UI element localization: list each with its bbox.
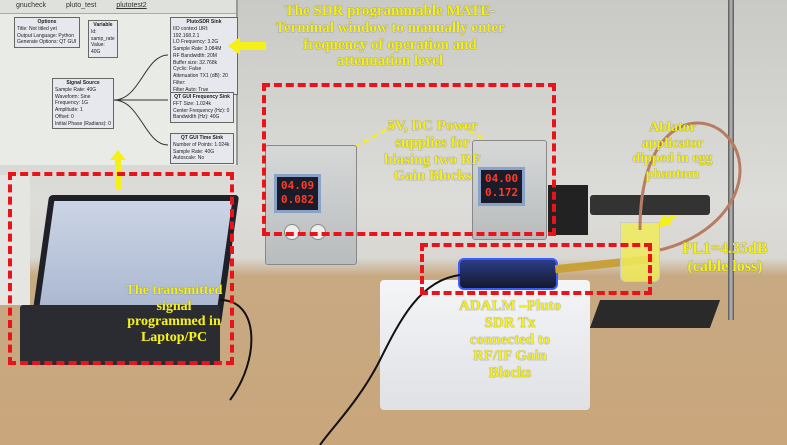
block-line: Initial Phase (Radians): 0 — [55, 120, 111, 127]
block-line: Cyclic: False — [173, 66, 202, 73]
annotation-line: ADALM –Pluto — [458, 298, 562, 314]
annotation-line: biasing two RF — [384, 151, 481, 168]
power-supply-annotation: 5V, DC Power supplies for biasing two RF… — [365, 118, 500, 185]
annotation-line: The transmitted — [125, 283, 223, 298]
annotation-line: 5V, DC Power — [387, 118, 478, 134]
block-line: RF Bandwidth: 20M — [173, 52, 217, 59]
block-title: Variable — [93, 22, 113, 28]
annotation-line: Blocks — [488, 365, 532, 382]
laptop-annotation: The transmitted signal programmed in Lap… — [115, 283, 233, 346]
tab: plutotest2 — [116, 2, 147, 9]
block-line: Filter: — [173, 79, 186, 86]
annotation-line: applicator — [641, 135, 704, 151]
annotation-line: dipped in egg — [632, 151, 713, 167]
laptop-highlight-box — [8, 172, 234, 365]
block-line: Waveform: Sine — [55, 93, 91, 100]
block-title: PlutoSDR Sink — [186, 19, 222, 25]
block-line: Filter Auto: True — [173, 86, 209, 93]
annotation-line: frequency of operation and — [303, 36, 477, 53]
block-line: Id: samp_rate — [91, 28, 115, 42]
egg-phantom-beaker — [620, 222, 660, 282]
block-line: Generate Options: QT GUI — [17, 39, 77, 46]
options-block: Options Title: Not titled yet Output Lan… — [14, 17, 80, 48]
block-line: LO Frequency: 3.2G — [173, 39, 219, 46]
dc-power-supply-right: 04.00 0.172 — [472, 140, 547, 240]
block-line: Offset: 0 — [55, 113, 74, 120]
annotation-line: Gain Blocks — [393, 168, 472, 185]
annotation-line: Ablator — [649, 120, 696, 135]
annotation-line: Laptop/PC — [140, 330, 208, 346]
block-title: QT GUI Time Sink — [180, 135, 224, 141]
annotation-line: (cable loss) — [687, 257, 763, 275]
dc-power-supply-left: 04.09 0.082 — [265, 145, 357, 265]
block-line: Sample Rate: 40G — [173, 148, 215, 155]
annotation-line: SDR Tx — [484, 314, 536, 331]
cable-loss-annotation: PL1=4.35dB (cable loss) — [675, 240, 775, 276]
annotation-line: The SDR programmable MATE- — [284, 3, 496, 19]
signal-source-block: Signal Source Sample Rate: 40G Waveform:… — [52, 78, 114, 130]
block-line: Sample Rate: 3.084M — [173, 46, 222, 52]
current-readout: 0.082 — [281, 193, 315, 207]
annotation-line: Terminal window to manually enter — [275, 19, 505, 36]
wall-device — [0, 175, 30, 305]
pluto-annotation: ADALM –Pluto SDR Tx connected to RF/IF G… — [440, 298, 580, 382]
block-line: Autoscale: No — [173, 155, 205, 162]
block-line: Output Language: Python — [17, 32, 74, 39]
tab: gnucheck — [16, 2, 46, 9]
annotation-line: phantom — [645, 167, 700, 183]
block-title: Options — [37, 19, 57, 25]
tab: pluto_test — [65, 2, 97, 9]
annotation-line: programmed in — [127, 314, 221, 330]
annotation-line: signal — [156, 298, 192, 314]
gnuradio-screenshot: gnucheck pluto_test plutotest2 Options T… — [0, 0, 238, 165]
time-sink-block: QT GUI Time Sink Number of Points: 1.024… — [170, 133, 234, 164]
flowgraph-connections — [113, 54, 169, 146]
voltage-readout: 04.09 — [281, 179, 315, 192]
block-line: IIO context URI: 192.168.2.1 — [173, 25, 209, 39]
block-line: Buffer size: 32.768k — [173, 59, 218, 66]
block-line: Number of Points: 1.024k — [173, 141, 230, 148]
block-line: Sample Rate: 40G — [55, 86, 97, 93]
gnuradio-tabs: gnucheck pluto_test plutotest2 — [0, 0, 236, 14]
block-title: Signal Source — [66, 80, 100, 86]
power-supply-highlight-box — [262, 83, 556, 236]
variable-block: Variable Id: samp_rate Value: 40G — [88, 20, 118, 58]
laptop-keyboard — [20, 305, 220, 365]
pluto-highlight-box — [420, 243, 652, 295]
ablator-annotation: Ablator applicator dipped in egg phantom — [615, 120, 730, 183]
block-title: QT GUI Frequency Sink — [174, 94, 230, 100]
power-strip — [590, 195, 710, 215]
annotation-line: PL1=4.35dB — [682, 240, 768, 257]
freq-sink-block: QT GUI Frequency Sink FFT Size: 1.024k C… — [170, 92, 234, 123]
block-line: Bandwidth (Hz): 40G — [173, 114, 220, 121]
arrow-left-icon — [228, 37, 266, 55]
annotation-line: supplies for — [395, 134, 470, 151]
psu-display: 04.00 0.172 — [478, 167, 526, 206]
voltage-readout: 04.00 — [485, 172, 519, 185]
annotation-line: RF/IF Gain — [472, 348, 548, 365]
psu-display: 04.09 0.082 — [274, 174, 322, 213]
block-line: Amplitude: 1 — [55, 107, 83, 113]
annotation-line: attenuation level — [336, 53, 444, 70]
block-line: Center Frequency (Hz): 0 — [173, 107, 230, 114]
block-line: Title: Not titled yet — [17, 25, 57, 32]
lab-stand-rod — [728, 0, 734, 320]
adalm-pluto-device — [458, 258, 558, 290]
annotation-line: connected to — [469, 331, 551, 348]
arrow-up-icon — [110, 150, 126, 190]
current-readout: 0.172 — [485, 186, 519, 200]
block-line: Value: 40G — [91, 42, 105, 55]
arrow-head-icon — [656, 214, 672, 228]
block-line: Attenuation TX1 (dB): 20 — [173, 73, 228, 79]
terminal-annotation: The SDR programmable MATE- Terminal wind… — [255, 3, 525, 70]
block-line: FFT Size: 1.024k — [173, 100, 211, 107]
block-line: Frequency: 1G — [55, 100, 89, 107]
